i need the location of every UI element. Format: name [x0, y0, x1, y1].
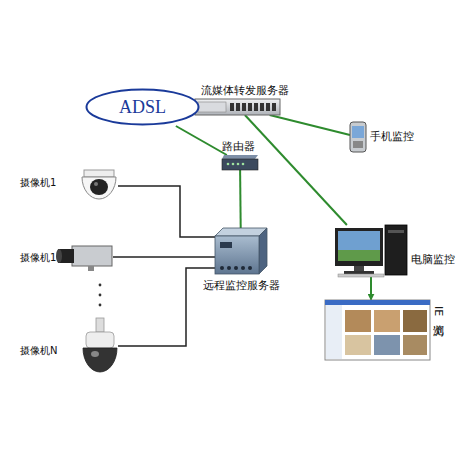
ptz-camera-icon [83, 318, 117, 372]
node-label: 摄像机N [20, 344, 57, 357]
node-label: 路由器 [222, 140, 255, 153]
node-label: 摄像机1 [20, 176, 56, 189]
node-label: IE浏览 [432, 306, 444, 316]
camera-node: 摄像机1 [80, 170, 118, 202]
node-label: 远程监控服务器 [203, 279, 280, 292]
box-camera-icon [56, 246, 112, 271]
server-node: 流媒体转发服务器 [195, 99, 280, 115]
connector-line [118, 268, 215, 346]
network-ellipse: ADSL [85, 88, 200, 126]
camera-node: 摄像机1 [58, 243, 113, 271]
connector-line [113, 256, 215, 258]
remote-server-node: 远程监控服务器 [215, 228, 267, 274]
server-icon [195, 99, 280, 115]
connector-line [245, 115, 347, 225]
browser-screenshot [325, 300, 430, 360]
node-label: 流媒体转发服务器 [201, 84, 289, 97]
computer-node: 电脑监控 [335, 225, 407, 277]
computer-icon [335, 225, 407, 277]
node-label: ADSL [85, 88, 200, 126]
camera-node: 摄像机N [82, 318, 118, 374]
dome-camera-icon [82, 170, 116, 199]
browser-node: IE浏览 [325, 300, 430, 360]
connector-line [239, 170, 242, 228]
router-node: 路由器 [222, 155, 258, 170]
node-label: 摄像机1 [20, 251, 56, 264]
phone-node: 手机监控 [350, 122, 366, 152]
remote-server-icon [215, 228, 267, 274]
node-label: 电脑监控 [411, 253, 455, 266]
connector-line [118, 186, 215, 237]
router-icon [222, 155, 258, 170]
connector-line [370, 277, 372, 300]
connector-line [176, 126, 227, 155]
phone-icon [350, 122, 366, 152]
connector-line [270, 115, 350, 135]
ellipsis-dots [99, 284, 102, 307]
node-label: 手机监控 [370, 130, 414, 143]
